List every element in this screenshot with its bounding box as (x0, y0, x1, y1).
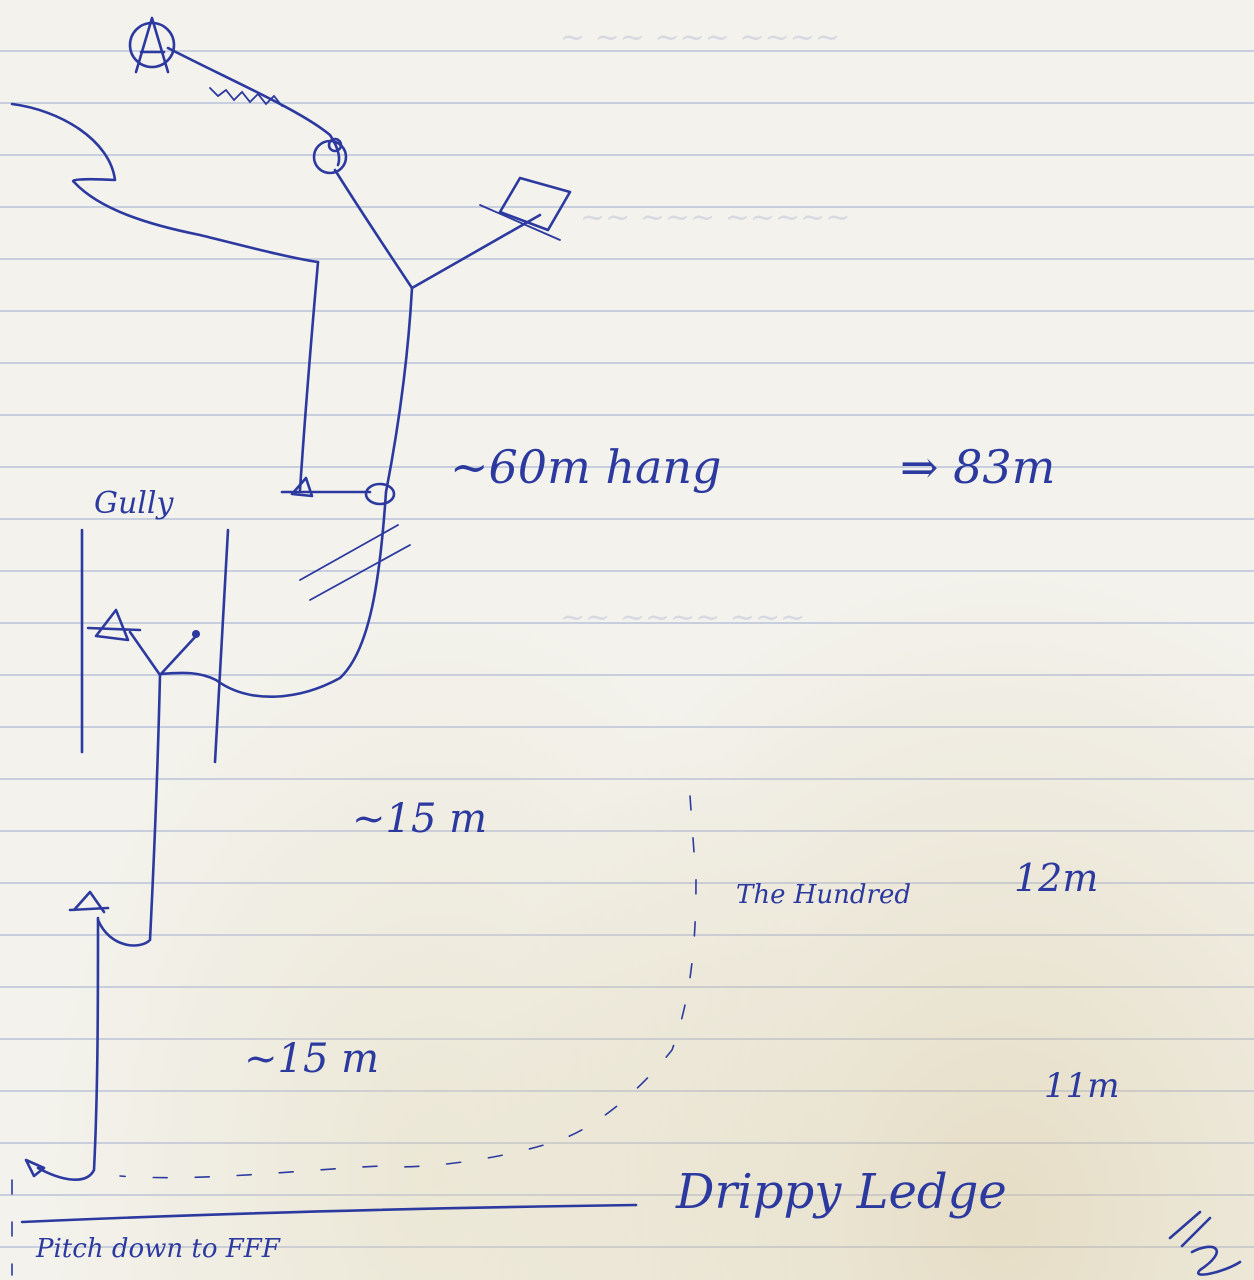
top-traverse-rope (168, 48, 339, 165)
hang-length-label: ~60m hang (450, 440, 721, 494)
total-depth-label: ⇒ 83m (900, 440, 1055, 494)
depth-label-12: 12m (1014, 856, 1098, 900)
gully-label: Gully (94, 486, 173, 521)
gully-wall-right (215, 530, 228, 762)
anchor-icon-top (130, 18, 174, 72)
pitch-length-label-2: ~15 m (244, 1036, 379, 1082)
anchor-icon-ledge (26, 1160, 44, 1176)
bolt-icon-gully (192, 630, 200, 638)
rope-break-mark (300, 525, 410, 600)
gully-y-hang (130, 632, 196, 675)
rock-edge (210, 88, 282, 106)
pitch-length-label-1: ~15 m (352, 796, 487, 842)
rock-outline (12, 104, 318, 262)
y-hang (335, 170, 540, 288)
depth-label-11: 11m (1044, 1066, 1120, 1106)
hang-rope-right (386, 288, 412, 492)
the-hundred-label: The Hundred (736, 880, 911, 910)
pitch-rope-2 (38, 918, 98, 1180)
pitch-rope-1 (98, 675, 160, 945)
pitch-down-label: Pitch down to FFF (36, 1234, 280, 1264)
drippy-ledge-label: Drippy Ledge (676, 1164, 1007, 1220)
signature (1170, 1212, 1240, 1275)
hang-rope-lower (160, 492, 386, 697)
bolt-icon-upper (314, 139, 346, 173)
anchor-icon-lower (70, 892, 108, 912)
hang-rope-left (300, 262, 318, 490)
anchor-icon-y-hang (480, 178, 570, 240)
rebelay-icon (282, 478, 394, 504)
the-hundred-outline (120, 796, 696, 1178)
drippy-ledge-line (22, 1205, 636, 1222)
